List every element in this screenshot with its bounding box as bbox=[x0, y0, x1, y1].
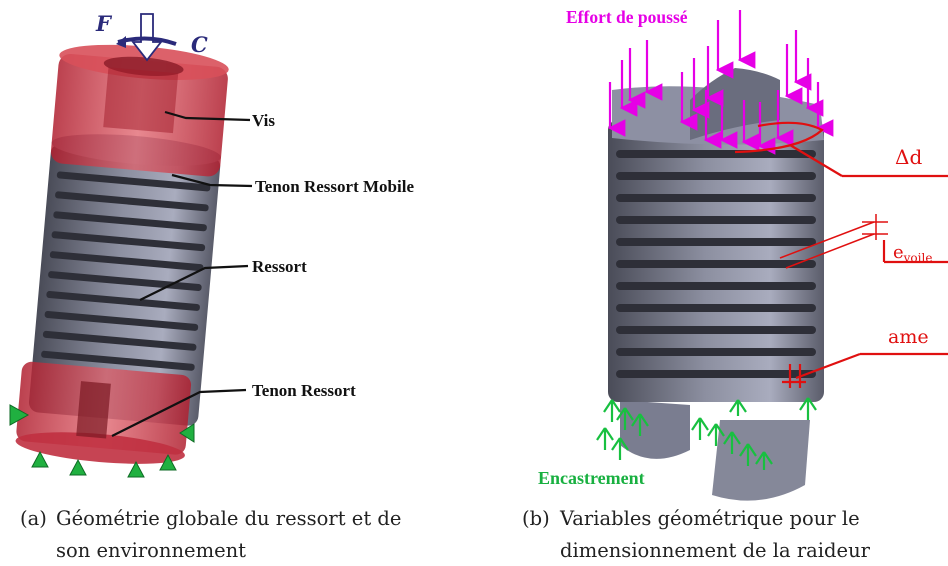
label-tenon-mobile: Tenon Ressort Mobile bbox=[255, 177, 414, 196]
spring-slots-a bbox=[41, 171, 211, 371]
label-ressort: Ressort bbox=[252, 257, 307, 276]
label-tenon: Tenon Ressort bbox=[252, 381, 356, 400]
leaders-a bbox=[111, 110, 253, 437]
caption-b-tag: (b) bbox=[522, 507, 550, 530]
dimension-delta-d bbox=[734, 121, 948, 178]
panel-a-assembly bbox=[15, 44, 229, 464]
label-fixture: Encastrement bbox=[538, 468, 645, 488]
top-housing bbox=[50, 44, 229, 177]
panel-b-spring bbox=[608, 68, 824, 501]
fixture-symbols-b bbox=[596, 397, 817, 470]
label-delta-d: Δd bbox=[895, 145, 922, 169]
caption-b-line2: dimensionnement de la raideur bbox=[560, 539, 870, 562]
label-vis: Vis bbox=[252, 111, 275, 130]
dimension-e-voile bbox=[779, 214, 948, 269]
label-ame: ame bbox=[888, 326, 929, 348]
bottom-housing bbox=[15, 361, 192, 464]
load-arrows bbox=[607, 10, 834, 155]
label-e-voile: evoile bbox=[893, 242, 932, 265]
force-symbol: F bbox=[95, 11, 113, 36]
label-load: Effort de poussé bbox=[566, 7, 688, 27]
caption-a-line2: son environnement bbox=[56, 539, 247, 562]
caption-a-tag: (a) bbox=[20, 507, 47, 530]
caption-a-line1: Géométrie globale du ressort et de bbox=[56, 507, 402, 530]
spring-slots-b bbox=[616, 150, 816, 378]
caption-b-line1: Variables géométrique pour le bbox=[560, 507, 860, 530]
spring-body-a bbox=[28, 134, 222, 426]
fixture-triangles-a bbox=[9, 404, 195, 478]
torque-symbol: C bbox=[191, 32, 208, 57]
torque-arrow bbox=[116, 36, 177, 48]
dimension-ame bbox=[782, 352, 948, 388]
